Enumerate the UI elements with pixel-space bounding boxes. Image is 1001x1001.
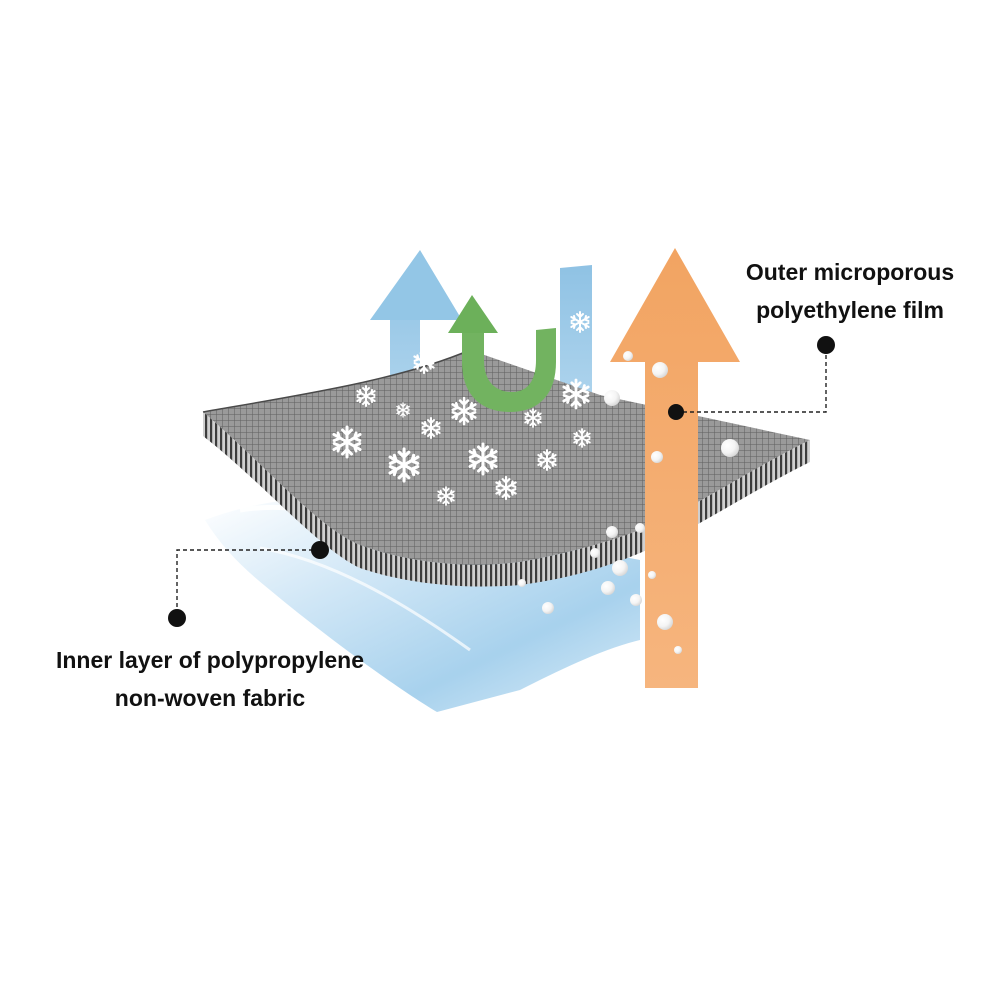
water-droplet-icon bbox=[604, 390, 620, 406]
water-droplet-icon bbox=[721, 439, 739, 457]
water-droplet-icon bbox=[657, 614, 673, 630]
water-droplet-icon bbox=[612, 560, 628, 576]
water-droplet-icon bbox=[652, 362, 668, 378]
water-droplet-icon bbox=[651, 451, 663, 463]
water-droplet-icon bbox=[630, 594, 642, 606]
water-droplet-icon bbox=[590, 548, 600, 558]
inner-fabric-label-line1: Inner layer of polypropylene bbox=[55, 647, 365, 673]
water-droplet-icon bbox=[606, 526, 618, 538]
outer-film-label: Outer microporous polyethylene film bbox=[700, 253, 1000, 329]
water-droplet-icon bbox=[601, 581, 615, 595]
outer-film-label-line2: polyethylene film bbox=[756, 297, 944, 323]
callout-dot-icon bbox=[668, 404, 684, 420]
water-droplet-icon bbox=[518, 579, 526, 587]
callout-dot-icon bbox=[817, 336, 835, 354]
blue-circulation-arrow bbox=[370, 250, 592, 505]
water-droplet-icons bbox=[518, 351, 739, 654]
water-droplet-icon bbox=[542, 602, 554, 614]
callout-dot-icon bbox=[168, 609, 186, 627]
inner-fabric-label: Inner layer of polypropylene non-woven f… bbox=[20, 641, 400, 717]
callout-dot-icon bbox=[311, 541, 329, 559]
water-droplet-icon bbox=[635, 523, 645, 533]
outer-film-callout bbox=[668, 336, 835, 420]
orange-vapor-arrow bbox=[610, 248, 740, 688]
green-circulation-arrow bbox=[448, 295, 556, 412]
water-droplet-icon bbox=[623, 351, 633, 361]
outer-film-label-line1: Outer microporous bbox=[745, 259, 955, 285]
water-droplet-icon bbox=[648, 571, 656, 579]
inner-fabric-label-line2: non-woven fabric bbox=[114, 685, 306, 711]
water-droplet-icon bbox=[674, 646, 682, 654]
inner-fabric-callout bbox=[168, 541, 329, 627]
